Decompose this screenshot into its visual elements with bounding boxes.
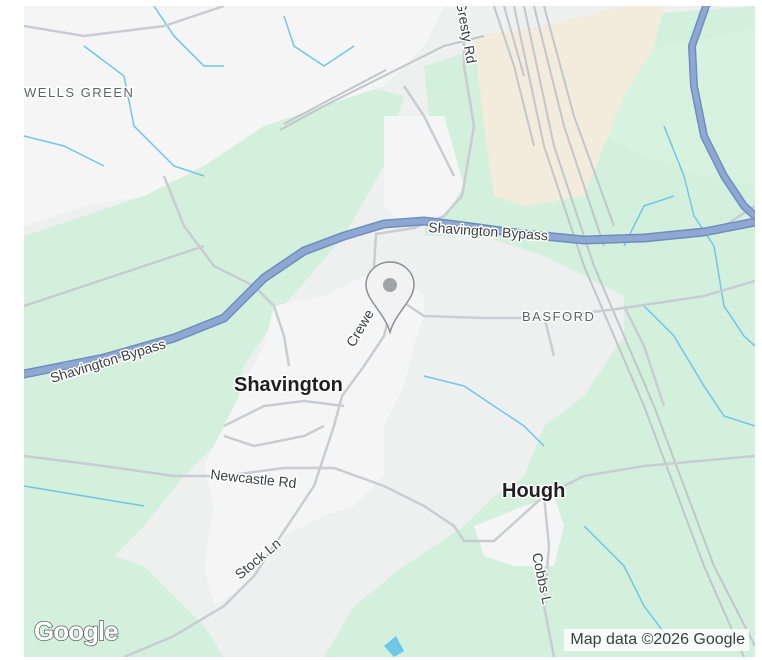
urban-area-hough xyxy=(474,496,564,566)
pond xyxy=(384,636,404,657)
urban-area-north xyxy=(384,116,464,226)
minor-roads xyxy=(24,6,755,657)
map-canvas[interactable]: WELLS GREEN Gresty Rd Shavington Bypass … xyxy=(24,6,755,657)
industrial-area xyxy=(474,6,664,206)
map-attribution[interactable]: Map data ©2026 Google xyxy=(564,629,749,651)
major-roads xyxy=(24,6,755,379)
urban-area-northwest xyxy=(24,6,444,226)
map-layer: WELLS GREEN Gresty Rd Shavington Bypass … xyxy=(24,6,755,657)
railway-lines xyxy=(279,6,755,657)
place-label-wells-green: WELLS GREEN xyxy=(24,85,134,100)
place-label-basford: BASFORD xyxy=(522,309,595,324)
waterways xyxy=(24,6,755,647)
place-label-hough: Hough xyxy=(502,480,565,502)
place-label-shavington: Shavington xyxy=(234,374,343,396)
green-area-south xyxy=(24,546,224,657)
map-pin-icon[interactable] xyxy=(365,261,415,335)
google-logo: Google xyxy=(33,615,119,647)
green-area-west xyxy=(24,86,404,626)
green-area-east xyxy=(324,6,755,657)
